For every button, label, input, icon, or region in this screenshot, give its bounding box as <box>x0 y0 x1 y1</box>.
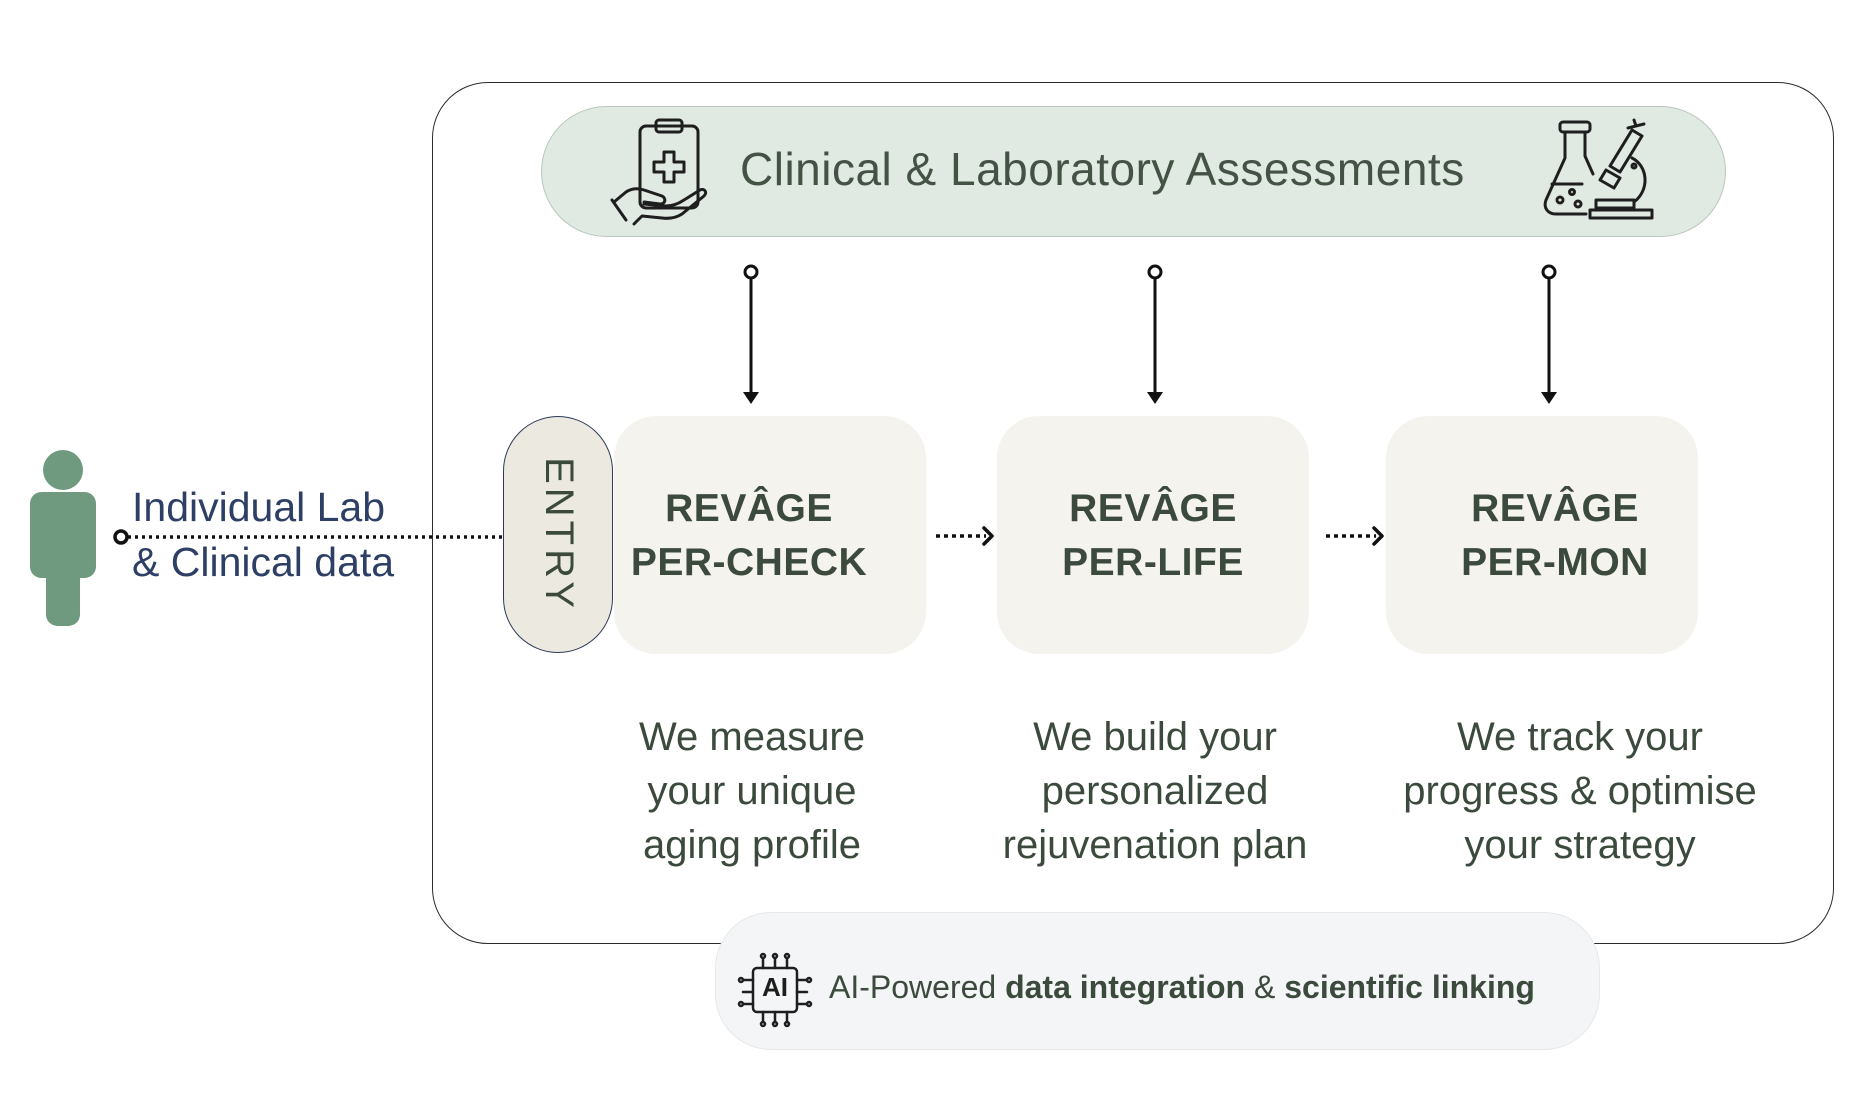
ai-text-bold1: data integration <box>1005 969 1246 1005</box>
stage-name-per-life: REVÂGE PER-LIFE <box>997 482 1309 590</box>
ai-text-middle: & <box>1245 969 1285 1005</box>
entry-label: ENTRY <box>536 457 581 612</box>
stage-card-per-life <box>997 416 1309 654</box>
entry-pill <box>503 416 613 653</box>
stage-desc-line3: rejuvenation plan <box>1002 823 1308 867</box>
ai-text-prefix: AI-Powered <box>829 969 1006 1005</box>
ai-text-bold2: scientific linking <box>1284 969 1535 1005</box>
stage-desc-line1: We track your <box>1457 715 1703 759</box>
stage-name-line1: REVÂGE <box>1471 487 1639 530</box>
stage-desc-line1: We build your <box>1033 715 1277 759</box>
lab-flask-microscope-icon <box>1543 118 1654 220</box>
person-label-line1: Individual Lab <box>132 484 386 530</box>
stage-name-line1: REVÂGE <box>665 487 833 530</box>
entry-line-dot <box>113 529 129 545</box>
stage-card-per-mon <box>1386 416 1698 654</box>
stage-desc-per-check: We measure your unique aging profile <box>602 710 902 872</box>
banner-title: Clinical & Laboratory Assessments <box>740 143 1465 195</box>
stage-desc-per-life: We build your personalized rejuvenation … <box>980 710 1330 872</box>
stage-desc-line2: personalized <box>1041 769 1269 813</box>
stage-name-line2: PER-CHECK <box>630 541 868 584</box>
stage-desc-line2: your unique <box>647 769 857 813</box>
assessments-banner <box>541 106 1726 237</box>
person-label: Individual Lab & Clinical data <box>132 480 394 590</box>
stage-desc-line1: We measure <box>638 715 865 759</box>
person-icon <box>30 450 96 626</box>
stage-name-per-check: REVÂGE PER-CHECK <box>614 482 884 590</box>
stage-name-line1: REVÂGE <box>1069 487 1237 530</box>
entry-label-wrap: ENTRY <box>503 416 613 653</box>
ai-chip-label: AI <box>762 972 788 1002</box>
ai-powered-bar <box>715 912 1600 1050</box>
ai-chip-icon <box>737 952 813 1028</box>
stage-desc-line3: aging profile <box>643 823 861 867</box>
clipboard-hand-icon <box>610 118 708 226</box>
stage-name-line2: PER-LIFE <box>1062 541 1244 584</box>
ai-bar-text: AI-Powered data integration & scientific… <box>829 969 1535 1006</box>
stage-name-per-mon: REVÂGE PER-MON <box>1399 482 1711 590</box>
stage-desc-per-mon: We track your progress & optimise your s… <box>1380 710 1780 872</box>
stage-card-per-check <box>614 416 926 654</box>
stage-desc-line3: your strategy <box>1464 823 1696 867</box>
person-label-line2: & Clinical data <box>132 539 395 585</box>
stage-desc-line2: progress & optimise <box>1403 769 1757 813</box>
stage-name-line2: PER-MON <box>1461 541 1649 584</box>
